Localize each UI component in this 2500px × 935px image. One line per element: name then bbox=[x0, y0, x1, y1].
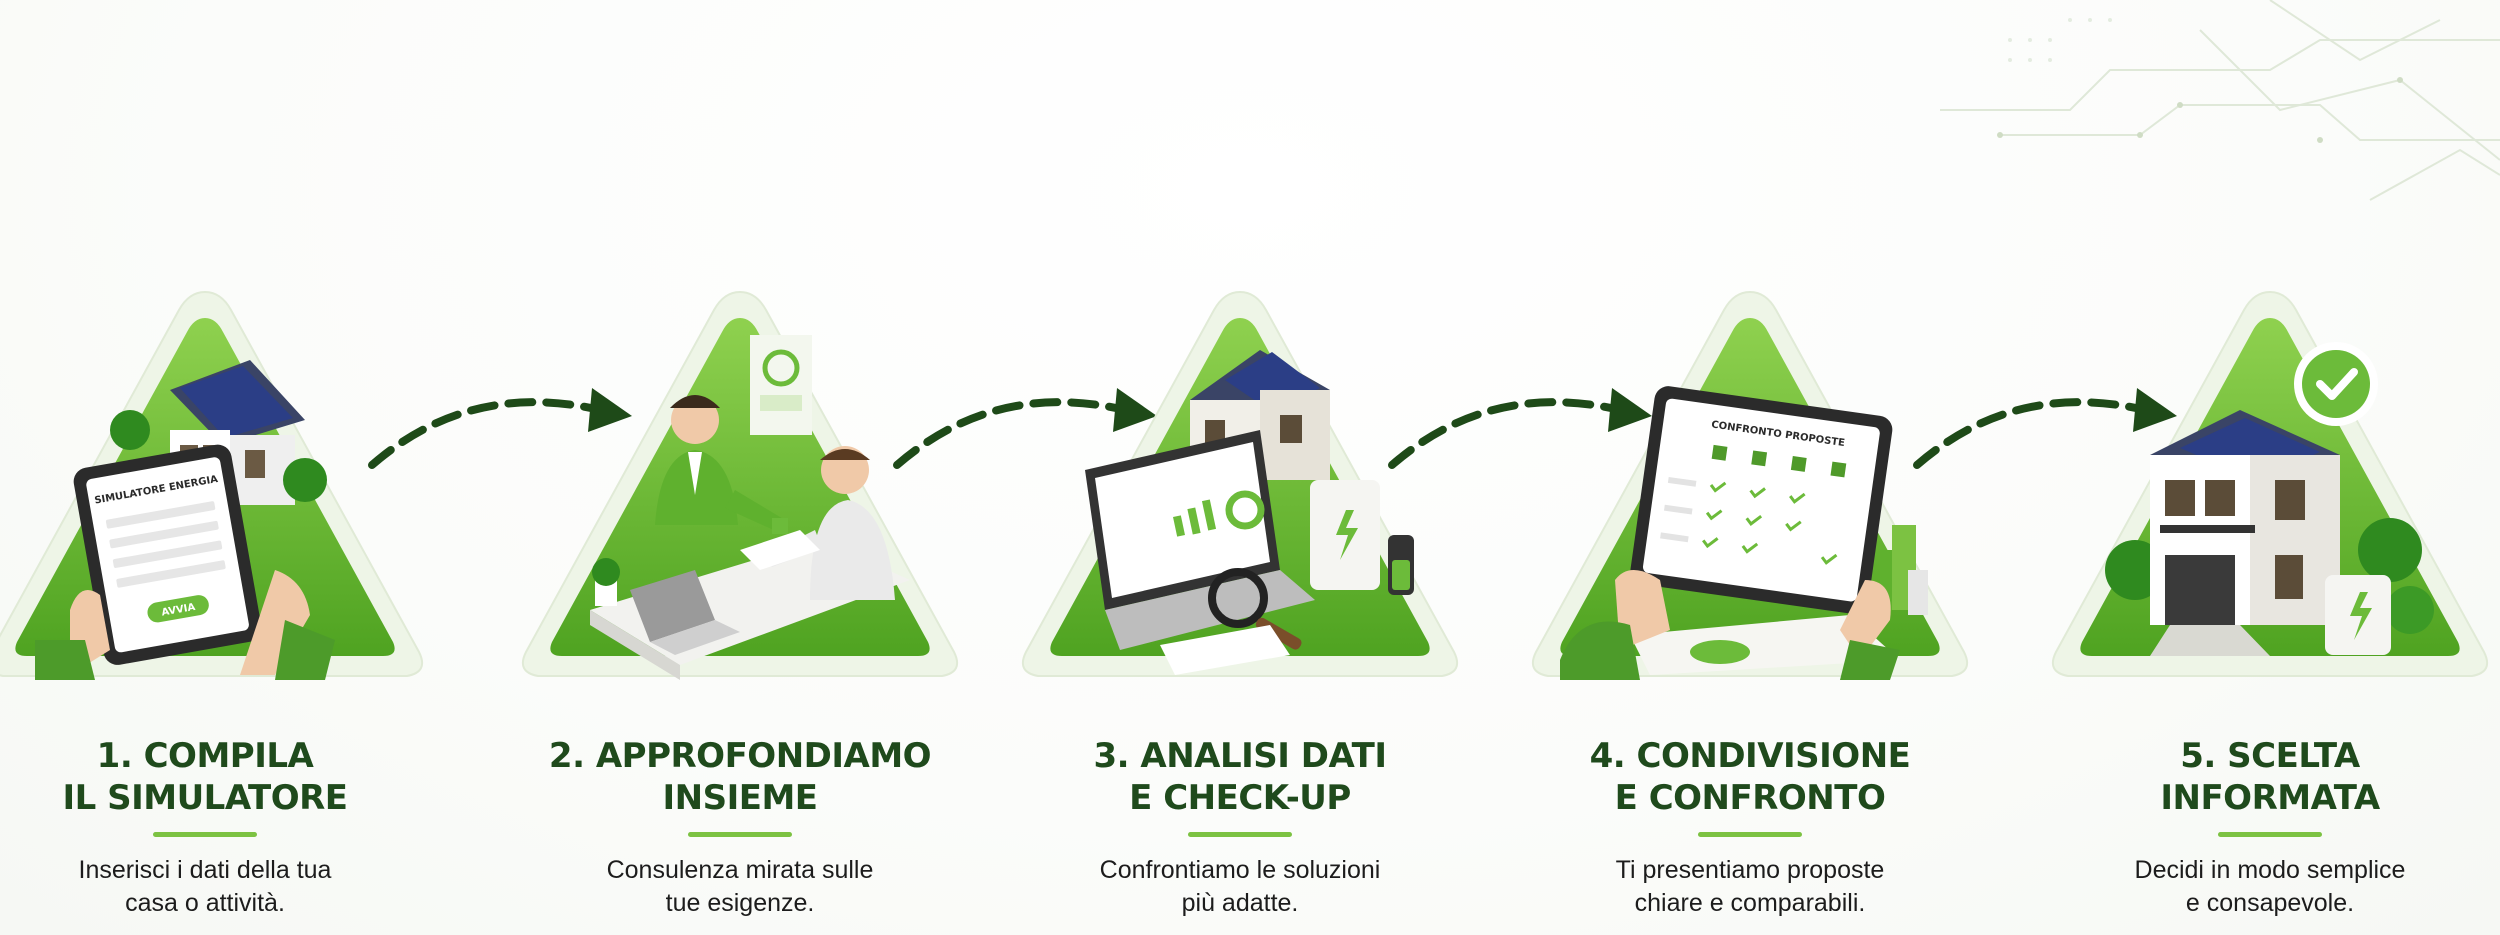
step-5: 5. SCELTA INFORMATA Decidi in modo sempl… bbox=[2040, 280, 2500, 935]
title-underline bbox=[688, 832, 792, 837]
step-title: 2. APPROFONDIAMO INSIEME bbox=[548, 736, 932, 818]
step-title: 4. CONDIVISIONE E CONFRONTO bbox=[1589, 736, 1911, 818]
tablet-simulator-icon: SIMULATORE ENERGIA AVVIA bbox=[0, 290, 423, 680]
step-description: Inserisci i dati della tua casa o attivi… bbox=[78, 856, 332, 917]
step-description: Consulenza mirata sulle tue esigenze. bbox=[606, 856, 874, 917]
data-analysis-icon bbox=[1022, 290, 1458, 677]
step-4: CONFRONTO PROPOSTE bbox=[1520, 280, 1980, 935]
dashed-arrow-icon bbox=[1913, 388, 2177, 469]
title-underline bbox=[2218, 832, 2322, 837]
step-description: Confrontiamo le soluzioni più adatte. bbox=[1099, 856, 1381, 917]
step-title: 5. SCELTA INFORMATA bbox=[2160, 736, 2380, 818]
dashed-arrow-icon bbox=[1388, 388, 1652, 469]
step-3: 3. ANALISI DATI E CHECK-UP Confrontiamo … bbox=[1010, 280, 1470, 935]
circuit-decoration-icon bbox=[1940, 0, 2500, 201]
step-description: Decidi in modo semplice e consapevole. bbox=[2134, 856, 2406, 917]
step-title: 1. COMPILA IL SIMULATORE bbox=[62, 736, 348, 818]
step-2: 2. APPROFONDIAMO INSIEME Consulenza mira… bbox=[510, 280, 970, 935]
solar-house-check-icon bbox=[2052, 290, 2488, 677]
dashed-arrow-icon bbox=[368, 388, 632, 469]
step-1: SIMULATORE ENERGIA AVVIA 1. COMPILA IL S… bbox=[0, 280, 435, 935]
consultation-meeting-icon bbox=[522, 290, 958, 680]
title-underline bbox=[153, 832, 257, 837]
title-underline bbox=[1188, 832, 1292, 837]
dashed-arrow-icon bbox=[893, 388, 1157, 469]
proposal-comparison-icon: CONFRONTO PROPOSTE bbox=[1532, 290, 1968, 680]
step-title: 3. ANALISI DATI E CHECK-UP bbox=[1093, 736, 1387, 818]
step-description: Ti presentiamo proposte chiare e compara… bbox=[1615, 856, 1885, 917]
title-underline bbox=[1698, 832, 1802, 837]
